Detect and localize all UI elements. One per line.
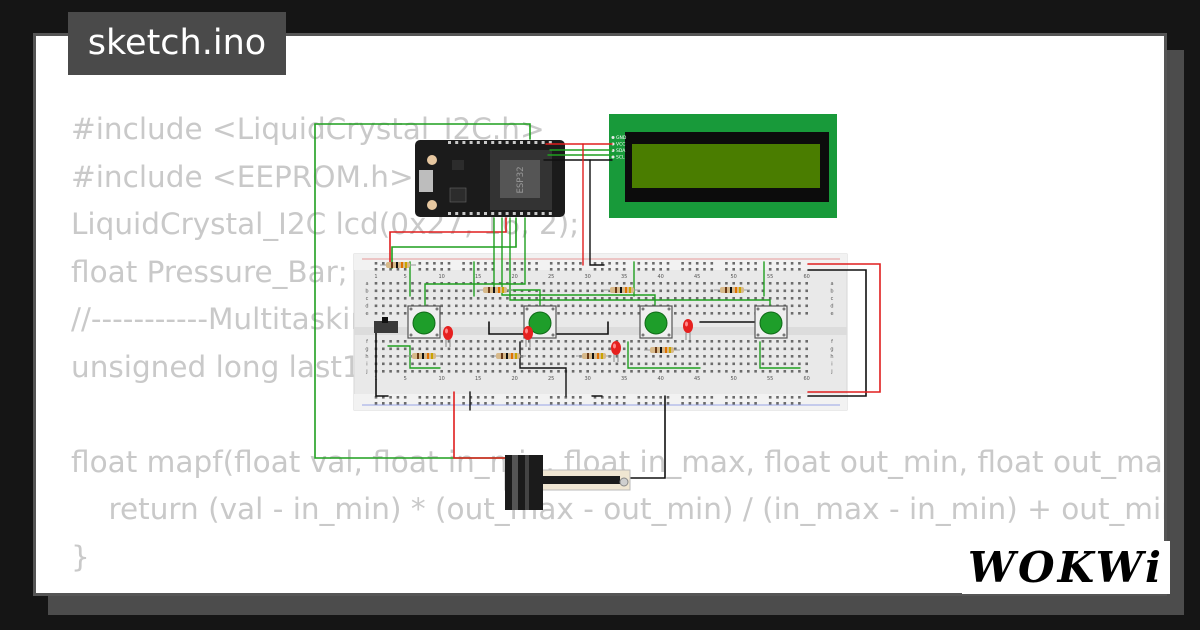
breadboard-row-letter: j [830,369,832,375]
breadboard-row-letter: e [830,311,833,317]
breadboard-column-number: 35 [621,376,627,382]
esp32-chip-label: ESP32 [516,166,526,193]
breadboard-row-letter: i [366,362,367,368]
breadboard-row-letter: f [366,339,368,345]
breadboard-column-number: 20 [512,274,518,280]
breadboard-column-number: 60 [804,376,810,382]
breadboard-column-number: 40 [658,376,664,382]
wokwi-logo: WOKWi [961,541,1170,594]
slide-potentiometer [504,455,631,510]
code-line: return (val - in_min) * (out_max - out_m… [71,492,1167,526]
breadboard-column-number: 55 [767,274,773,280]
esp32-board: ESP32 [415,140,565,217]
code-line: unsigned long last1 [71,349,361,384]
slide-switch [374,317,398,333]
breadboard-column-number: 10 [439,376,445,382]
breadboard-row-letter: a [365,281,368,287]
breadboard-column-number: 25 [548,376,554,382]
breadboard-column-number: 60 [804,274,810,280]
leds [443,319,693,362]
breadboard-row-letter: h [830,354,833,360]
breadboard-column-number: 30 [585,376,591,382]
breadboard-column-number: 45 [694,274,700,280]
breadboard-column-number: 15 [475,376,481,382]
breadboard-row-letter: a [830,281,833,287]
lcd-pin-label: GND [616,135,627,141]
breadboard-row-letter: d [365,304,368,310]
breadboard-row-letter: i [831,362,832,368]
breadboard-row-letter: b [365,289,368,295]
breadboard-row-letter: h [365,354,368,360]
breadboard-row-letter: f [831,339,833,345]
breadboard-column-number: 25 [548,274,554,280]
breadboard-column-number: 30 [585,274,591,280]
breadboard-column-number: 1 [374,274,377,280]
breadboard-row-letter: g [365,347,368,353]
code-line: //-----------Multitasking [71,302,388,336]
breadboard-column-number: 20 [512,376,518,382]
code-line: } [71,539,90,574]
breadboard-column-number: 45 [694,376,700,382]
breadboard-column-number: 5 [404,274,407,280]
breadboard-row-letter: c [366,296,369,302]
breadboard-column-number: 5 [404,376,407,382]
breadboard-column-number: 40 [658,274,664,280]
breadboard-column-number: 50 [731,376,737,382]
breadboard-row-letter: b [830,289,833,295]
breadboard-row-letter: g [830,347,833,353]
code-line: #include <EEPROM.h> [71,159,414,194]
lcd-pin-label: SDA [616,148,626,154]
breadboard-column-number: 35 [621,274,627,280]
breadboard-row-letter: d [830,304,833,310]
resistors [380,262,750,359]
breadboard-row-letter: j [365,369,367,375]
lcd-pin-label: VCC [616,142,625,148]
breadboard-row-letter: e [365,311,368,317]
code-preview: #include <LiquidCrystal_I2C.h>#include <… [71,106,1167,581]
breadboard-column-number: 50 [731,274,737,280]
breadboard-row-letter: c [831,296,834,302]
lcd-pin-label: SCL [616,155,625,161]
breadboard-column-number: 10 [439,274,445,280]
file-tab[interactable]: sketch.ino [68,12,286,75]
breadboard-column-number: 15 [475,274,481,280]
breadboard-column-number: 55 [767,376,773,382]
